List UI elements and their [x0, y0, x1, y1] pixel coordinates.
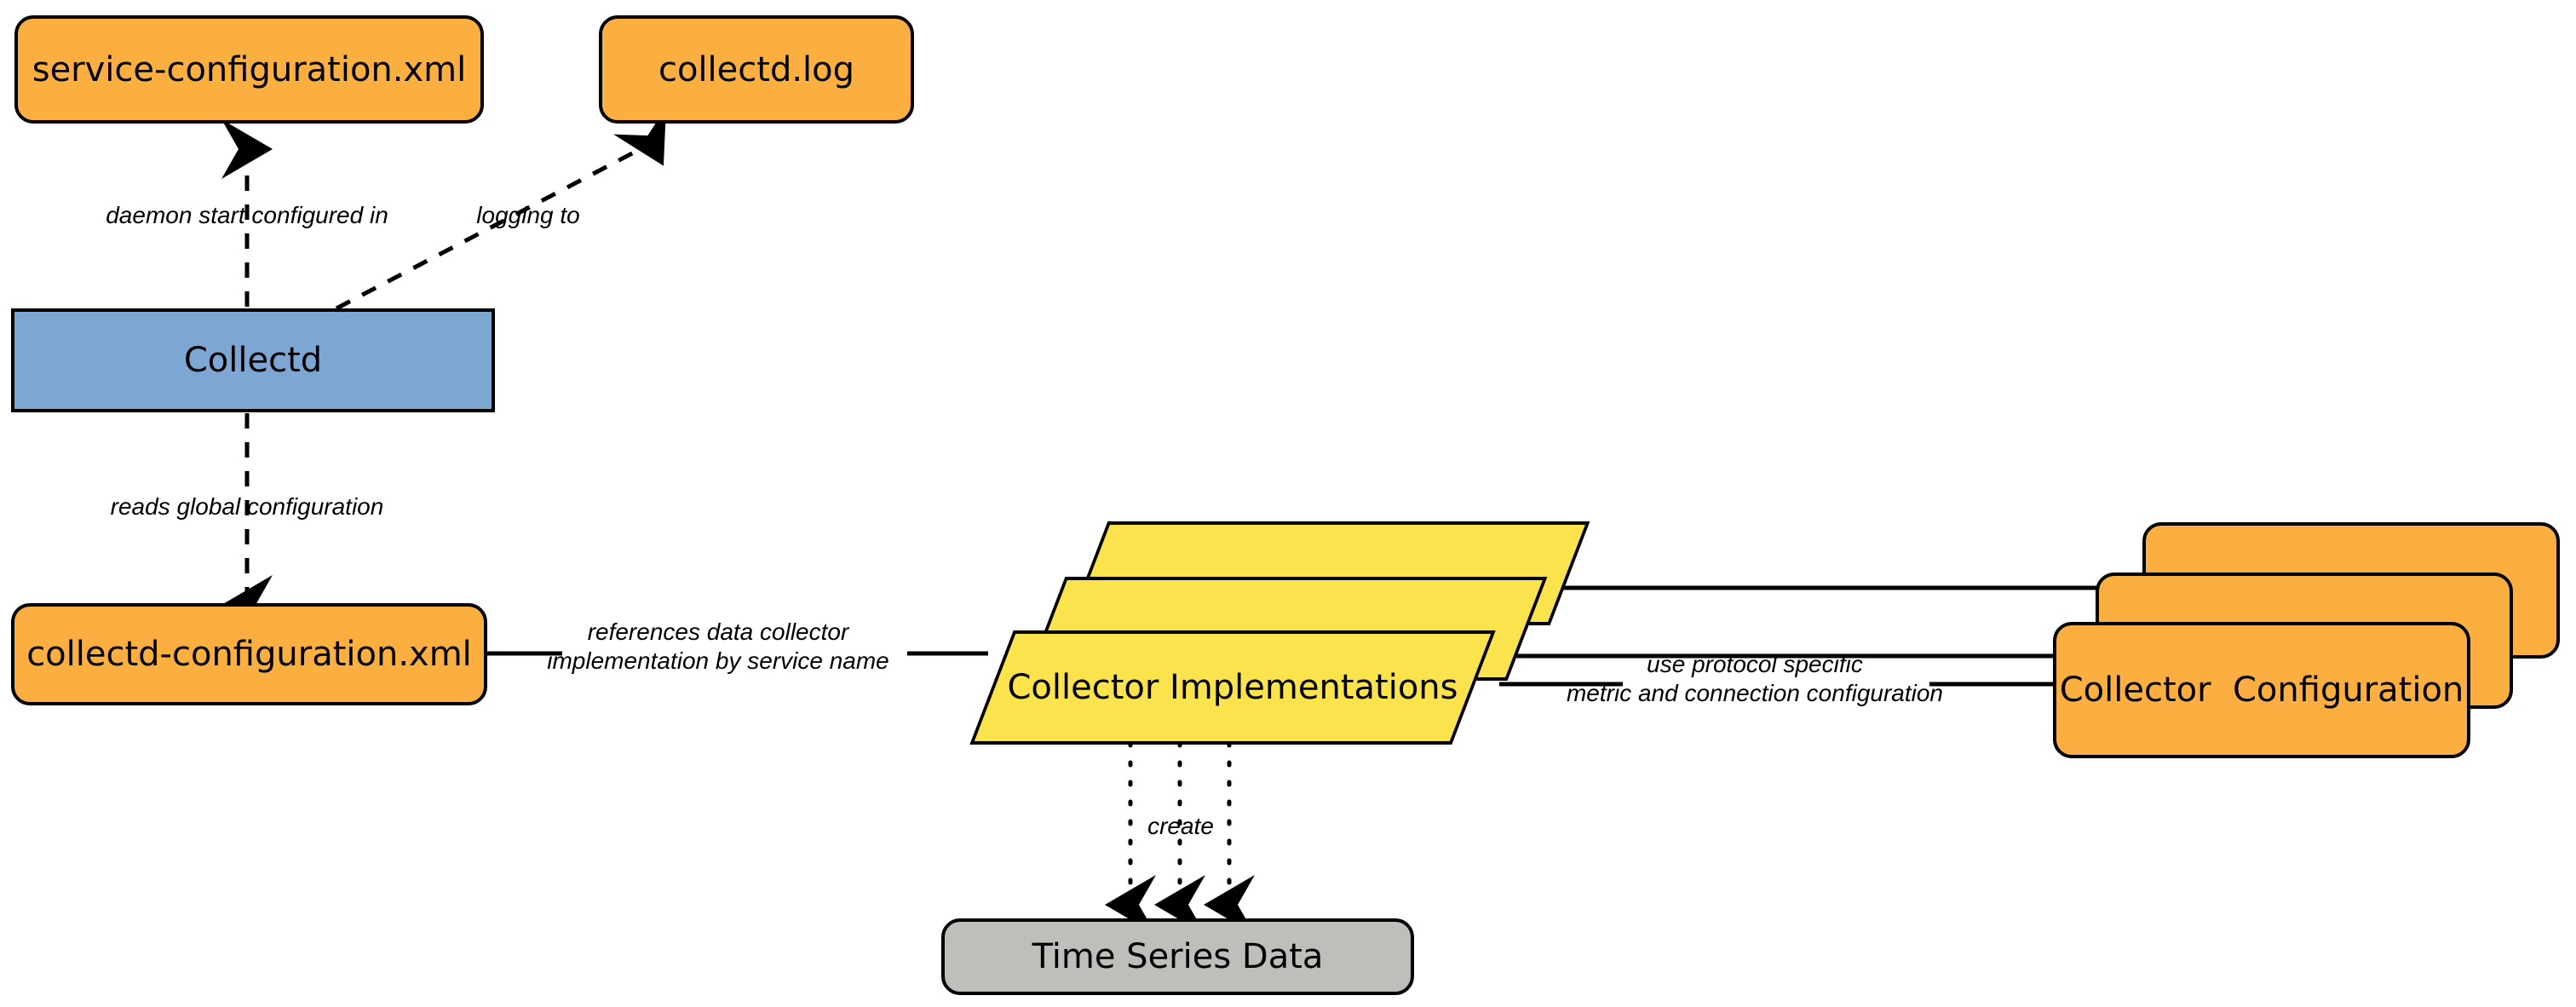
- node-collectd-log[interactable]: collectd.log: [599, 15, 914, 124]
- node-label: Time Series Data: [1032, 937, 1324, 976]
- node-label: collectd-configuration.xml: [26, 635, 472, 674]
- edge-label-references-implementation: references data collector implementation…: [547, 619, 889, 675]
- node-label: collectd.log: [658, 49, 855, 89]
- edge-label-use-protocol-specific: use protocol specific metric and connect…: [1566, 651, 1944, 707]
- node-label: Collectd: [183, 341, 323, 380]
- node-collector-implementations[interactable]: Collector Implementations: [969, 630, 1496, 745]
- node-time-series-data[interactable]: Time Series Data: [941, 918, 1414, 995]
- node-label: Collector Configuration: [2059, 670, 2464, 710]
- edge-label-reads-global-configuration: reads global configuration: [110, 493, 384, 520]
- node-service-configuration-xml[interactable]: service-configuration.xml: [14, 15, 484, 124]
- node-collectd-configuration-xml[interactable]: collectd-configuration.xml: [11, 603, 487, 705]
- node-label: Collector Implementations: [1007, 668, 1458, 707]
- edge-label-daemon-start: daemon start configured in: [106, 202, 388, 228]
- node-collectd[interactable]: Collectd: [11, 308, 495, 412]
- node-collector-configuration[interactable]: Collector Configuration: [2053, 622, 2470, 758]
- edge-label-logging-to: logging to: [476, 202, 580, 228]
- node-label: service-configuration.xml: [32, 49, 467, 89]
- edge-label-create: create: [1147, 813, 1214, 839]
